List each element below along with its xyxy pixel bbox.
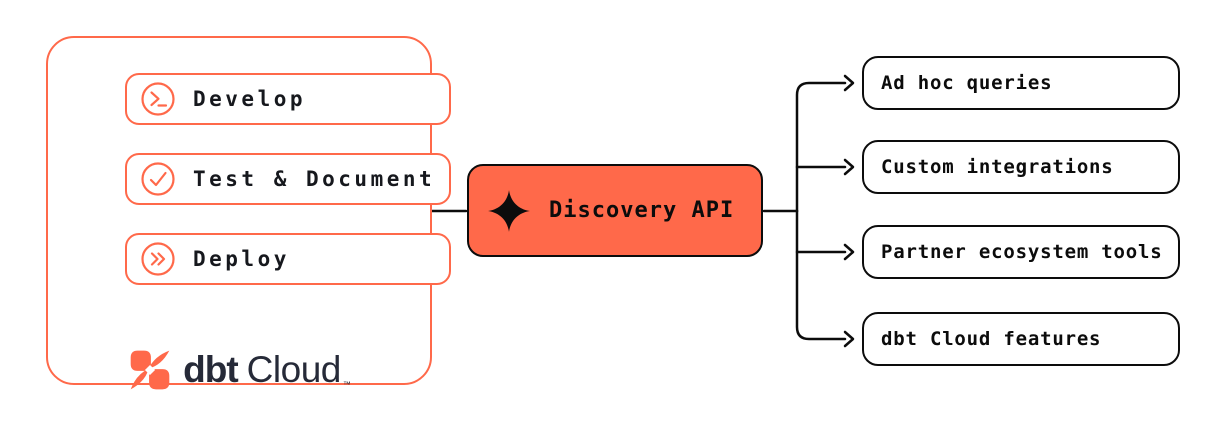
arrowhead-icon	[843, 74, 855, 92]
branch-top-line	[795, 81, 847, 213]
discovery-api-label: Discovery API	[549, 198, 735, 223]
output-label: Custom integrations	[881, 156, 1114, 178]
pill-develop: Develop	[125, 73, 451, 125]
pill-deploy-label: Deploy	[193, 247, 290, 271]
arrowhead-icon	[843, 243, 855, 261]
output-label: Ad hoc queries	[881, 72, 1053, 94]
pill-test-document-label: Test & Document	[193, 167, 436, 191]
dbt-cloud-panel: Develop Test & Document Deploy	[46, 36, 451, 390]
deploy-arrows-icon	[141, 242, 175, 276]
arrowhead-icon	[843, 330, 855, 348]
arrowhead-icon	[843, 158, 855, 176]
check-circle-icon	[141, 162, 175, 196]
output-node-custom-integrations: Custom integrations	[862, 140, 1180, 194]
discovery-api-node: Discovery API	[467, 164, 763, 257]
output-node-partner-ecosystem-tools: Partner ecosystem tools	[862, 225, 1180, 279]
pill-deploy: Deploy	[125, 233, 451, 285]
output-label: Partner ecosystem tools	[881, 241, 1163, 263]
output-node-ad-hoc-queries: Ad hoc queries	[862, 56, 1180, 110]
dbt-cloud-logo: dbt Cloud ™	[48, 344, 430, 396]
pill-develop-label: Develop	[193, 87, 307, 111]
sparkle-icon	[488, 189, 530, 232]
branch-bottom-line	[795, 209, 847, 341]
output-node-dbt-cloud-features: dbt Cloud features	[862, 312, 1180, 366]
trademark-symbol: ™	[342, 380, 351, 389]
terminal-prompt-icon	[141, 82, 175, 116]
pill-test-document: Test & Document	[125, 153, 451, 205]
dbt-logo-mark	[130, 350, 170, 390]
output-label: dbt Cloud features	[881, 328, 1102, 350]
dbt-logo-brand-text: dbt	[183, 349, 239, 390]
dbt-logo-product-text: Cloud	[246, 349, 342, 390]
